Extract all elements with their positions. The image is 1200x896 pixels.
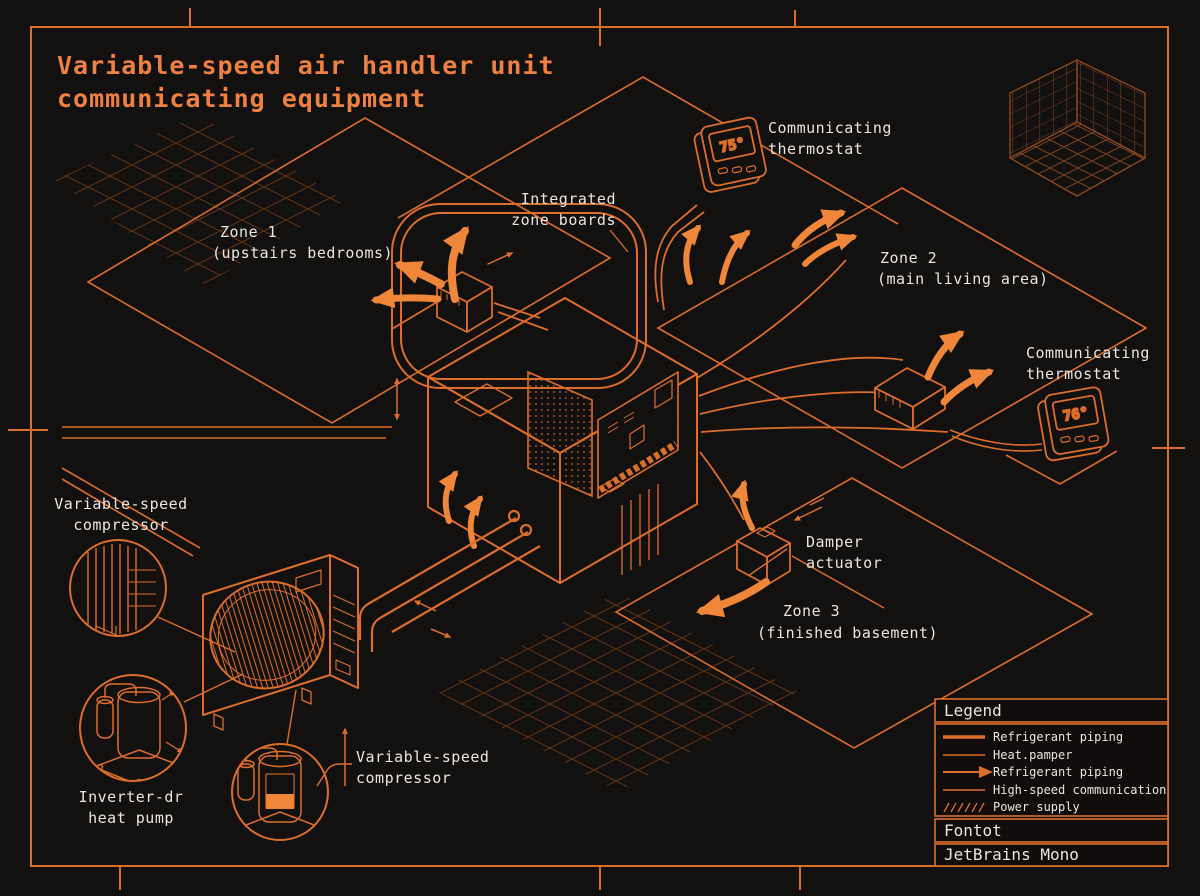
thermostat-top: 75°	[693, 116, 767, 193]
thermostat-top-label-1: Communicating	[768, 119, 892, 137]
thermostat-right-reading: 76°	[1062, 405, 1090, 425]
zone2-label-1: Zone 2	[880, 249, 937, 267]
legend-footer-font-name: JetBrains Mono	[944, 845, 1079, 864]
heat-pump-label-2: heat pump	[88, 809, 174, 827]
thermostat-top-reading: 75°	[718, 135, 746, 156]
compressor-left-label-1: Variable-speed	[54, 495, 187, 513]
legend-footer-fontot: Fontot	[944, 821, 1002, 840]
legend-item-label: Refrigerant piping	[993, 765, 1123, 779]
detail-circle-louver	[69, 539, 236, 653]
legend-item-label: High-speed communication	[993, 783, 1166, 797]
thermostat-right-label-2: thermostat	[1026, 365, 1121, 383]
page-title: Variable-speed air handler unit communic…	[57, 51, 555, 113]
zone3-label-1: Zone 3	[783, 602, 840, 620]
upper-plane	[397, 76, 899, 225]
border-frame	[8, 8, 1185, 890]
zone-planes	[61, 76, 1148, 749]
title-line-1: Variable-speed air handler unit	[57, 51, 555, 80]
legend: Legend Refrigerant piping Heat.pamper Re…	[934, 698, 1169, 867]
trunk-airflow-arrows	[681, 209, 858, 285]
faint-grid-bottom	[438, 592, 798, 792]
detail-circle-compressor-1	[79, 673, 244, 782]
zone2-plane	[656, 187, 1148, 469]
zone3-plane	[614, 477, 1094, 749]
zone3-airflow-arrows	[695, 479, 770, 618]
legend-item-label: Power supply	[993, 800, 1080, 814]
faint-grid-topleft	[55, 115, 345, 285]
control-board	[597, 371, 679, 575]
zone1-label-1: Zone 1	[220, 223, 277, 241]
unit-airflow-arrows	[438, 470, 483, 549]
diagram-labels: Communicating thermostat Integrated zone…	[54, 119, 1150, 827]
title-line-2: communicating equipment	[57, 84, 426, 113]
zone1-plane	[86, 117, 612, 424]
thermostat-right: 76°	[949, 386, 1118, 485]
zone2-airflow-arrows	[924, 330, 995, 406]
thermostat-top-label-2: thermostat	[768, 140, 863, 158]
compressor-bottom-label-2: compressor	[356, 769, 451, 787]
compressor-left-label-2: compressor	[73, 516, 168, 534]
zone2-label-2: (main living area)	[877, 270, 1049, 288]
zone1-airflow-arrows	[370, 225, 514, 309]
compressor-bottom-label-1: Variable-speed	[356, 748, 489, 766]
damper-actuator-label-1: Damper	[806, 533, 863, 551]
communication-wires	[654, 204, 949, 521]
legend-item-label: Heat.pamper	[993, 748, 1072, 762]
legend-swatch-hatch	[943, 802, 985, 813]
thermostat-right-label-1: Communicating	[1026, 344, 1150, 362]
heat-pump-unit	[202, 554, 359, 786]
damper-actuator	[736, 497, 885, 609]
mesh-coil-panel	[527, 370, 593, 498]
legend-item-label: Refrigerant piping	[993, 730, 1123, 744]
legend-title: Legend	[944, 701, 1002, 720]
zone2-damper	[874, 367, 946, 430]
zone3-label-2: (finished basement)	[757, 624, 938, 642]
zone-boards-label-2: zone boards	[511, 211, 616, 229]
iso-cube	[1008, 59, 1147, 197]
zone-boards-label-1: Integrated	[521, 190, 616, 208]
damper-actuator-label-2: actuator	[806, 554, 882, 572]
zone1-label-2: (upstairs bedrooms)	[212, 244, 393, 262]
left-service-lines	[61, 426, 392, 557]
refrigerant-pipes	[358, 509, 541, 652]
heat-pump-label-1: Inverter-dr	[79, 788, 184, 806]
